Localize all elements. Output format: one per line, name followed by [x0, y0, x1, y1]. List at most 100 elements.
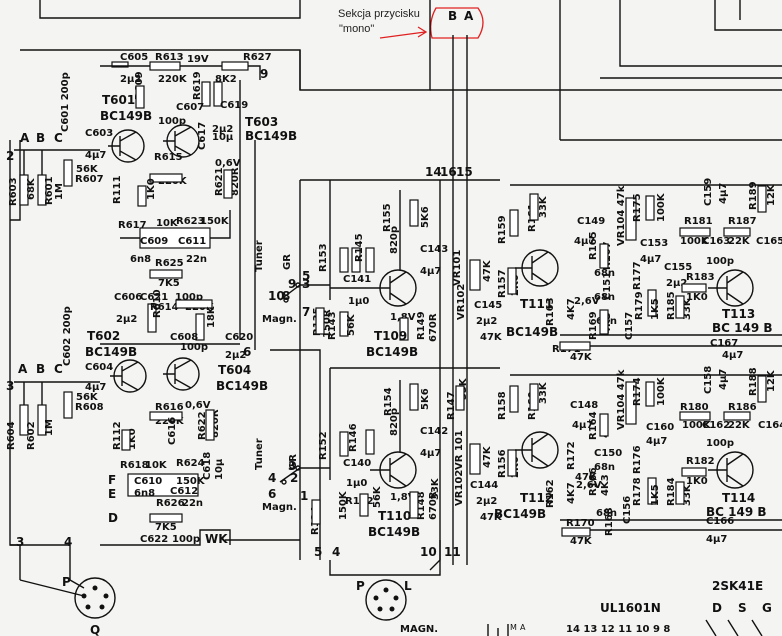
label-68n: 68n — [594, 268, 615, 279]
label-33k-r185: 33K — [682, 297, 693, 320]
svg-text:7: 7 — [302, 305, 310, 319]
ic-pin-numbers: 14 13 12 11 10 9 8 — [566, 624, 670, 635]
label-r177: R177 — [632, 261, 643, 290]
bus-15: 15 — [456, 165, 473, 179]
label-r182: R182 — [686, 456, 715, 467]
label-r143: R143 — [327, 311, 338, 340]
label-c156: C156 — [622, 496, 633, 524]
label-r112: R112 — [112, 421, 123, 450]
label-c145: C145 — [474, 300, 502, 311]
label-c143: C143 — [420, 244, 448, 255]
label-c6n8-lower: 6n8 — [134, 488, 155, 499]
label-r615: R615 — [154, 152, 183, 163]
label-220k-4: 220K — [155, 416, 185, 427]
label-c620-val: 2µ2 — [225, 350, 246, 361]
label-47k-vr-lower: 47K — [482, 445, 493, 468]
label-c608: C608 — [170, 332, 198, 343]
t109-type: BC149B — [366, 345, 418, 359]
label-r175: R175 — [632, 193, 643, 222]
label-c160-val: 4µ7 — [646, 436, 667, 447]
svg-text:1K5: 1K5 — [650, 484, 661, 506]
switch-pin-a: A — [464, 9, 474, 23]
t111-type: BC149B — [506, 325, 558, 339]
gr-label-upper: GR — [282, 254, 293, 270]
svg-text:4: 4 — [64, 535, 72, 549]
magn-label-upper: Magn. — [262, 314, 297, 325]
din-connector-left: P Q — [19, 575, 116, 636]
label-c162-100p: 100p — [706, 438, 734, 449]
label-r147: R147 — [446, 391, 457, 420]
label-2u2: 2µ2 — [120, 74, 141, 85]
label-r176: R176 — [632, 445, 643, 474]
label-22k-lower: 22K — [728, 420, 751, 431]
bus-16: 16 — [440, 165, 457, 179]
t110-name: T110 — [378, 509, 411, 523]
preamp-upper-left: C605 R613 19V R627 2µ2 220K 8K2 9 R609 R… — [6, 52, 297, 303]
label-26v-lower: 2,6V — [576, 480, 602, 491]
din-magn-pin-p: P — [356, 579, 365, 593]
preamp-lower-left: C606 2µ2 R610 R614 220K 18K C608 100p C6… — [6, 289, 268, 549]
t111-name: T111 — [520, 297, 553, 311]
label-670r: 670R — [428, 313, 439, 342]
t602-type: BC149B — [85, 345, 137, 359]
svg-text:1: 1 — [300, 489, 308, 503]
label-c618: C618 — [202, 452, 213, 480]
label-22n: 22n — [186, 254, 207, 265]
label-r820r: 820R — [230, 167, 241, 196]
label-c620: C620 — [225, 332, 253, 343]
label-06v-lower: 0,6V — [185, 400, 211, 411]
label-c22n-lower: 22n — [182, 498, 203, 509]
label-c144-val: 2µ2 — [476, 496, 497, 507]
svg-text:3: 3 — [16, 535, 24, 549]
label-c151: C151 — [602, 272, 613, 300]
amp-t109: 14 16 15 R153 R145 R155 5K6 820p C143 4µ… — [302, 165, 503, 359]
label-c149-val: 4µ7 — [574, 236, 595, 247]
t603-type: BC149B — [245, 129, 297, 143]
annotation-line1: Sekcja przycisku — [338, 8, 420, 20]
svg-text:3: 3 — [288, 459, 296, 473]
pin-b-lower: B — [36, 362, 45, 376]
label-r616: R616 — [155, 402, 184, 413]
label-220k: 220K — [158, 74, 188, 85]
label-c160: C160 — [646, 422, 674, 433]
label-c602: C602 200p — [62, 306, 73, 366]
wiring — [9, 0, 782, 580]
label-r187: R187 — [728, 216, 757, 227]
label-vr101: VR101 — [452, 250, 463, 286]
label-47k-vr101: 47K — [482, 259, 493, 282]
label-r625: R625 — [155, 258, 184, 269]
svg-text:3: 3 — [6, 379, 14, 393]
label-c148-val: 4µ7 — [572, 420, 593, 431]
t604-name: T604 — [218, 363, 251, 377]
fet-pin-d: D — [712, 601, 722, 615]
annotation-line2: "mono" — [339, 23, 374, 35]
label-r602: R602 — [26, 421, 37, 450]
label-r149: R149 — [416, 311, 427, 340]
label-c601: C601 200p — [60, 72, 71, 132]
svg-text:12K: 12K — [766, 369, 777, 392]
t112-name: T112 — [520, 491, 553, 505]
t113-type: BC 149 B — [712, 321, 773, 335]
label-c141: C141 — [343, 274, 371, 285]
label-r146-33k: 33K — [430, 477, 441, 500]
label-c603-val: 4µ7 — [85, 150, 106, 161]
din-connector-magn: P L MAGN. — [329, 560, 441, 635]
label-19v: 19V — [187, 54, 209, 65]
label-12k: 12K — [766, 183, 777, 206]
label-c145-val: 2µ2 — [476, 316, 497, 327]
svg-text:6: 6 — [268, 487, 276, 501]
t602-name: T602 — [87, 329, 120, 343]
t601-name: T601 — [102, 93, 135, 107]
footer-parts: UL1601N 14 13 12 11 10 9 8 2SK41E D S G … — [487, 579, 772, 636]
label-r169: R169 — [588, 311, 599, 340]
label-r1k0-lower: 1K0 — [127, 428, 138, 450]
ic-label: UL1601N — [600, 601, 661, 615]
label-47k-r170: 47K — [570, 536, 593, 547]
label-2u2-lower: 2µ2 — [116, 314, 137, 325]
label-100k: 100K — [680, 236, 710, 247]
label-r111: R111 — [112, 175, 123, 204]
label-5k6-lower: 5K6 — [420, 388, 431, 410]
label-r189: R189 — [748, 181, 759, 210]
svg-text:33K: 33K — [538, 381, 549, 404]
